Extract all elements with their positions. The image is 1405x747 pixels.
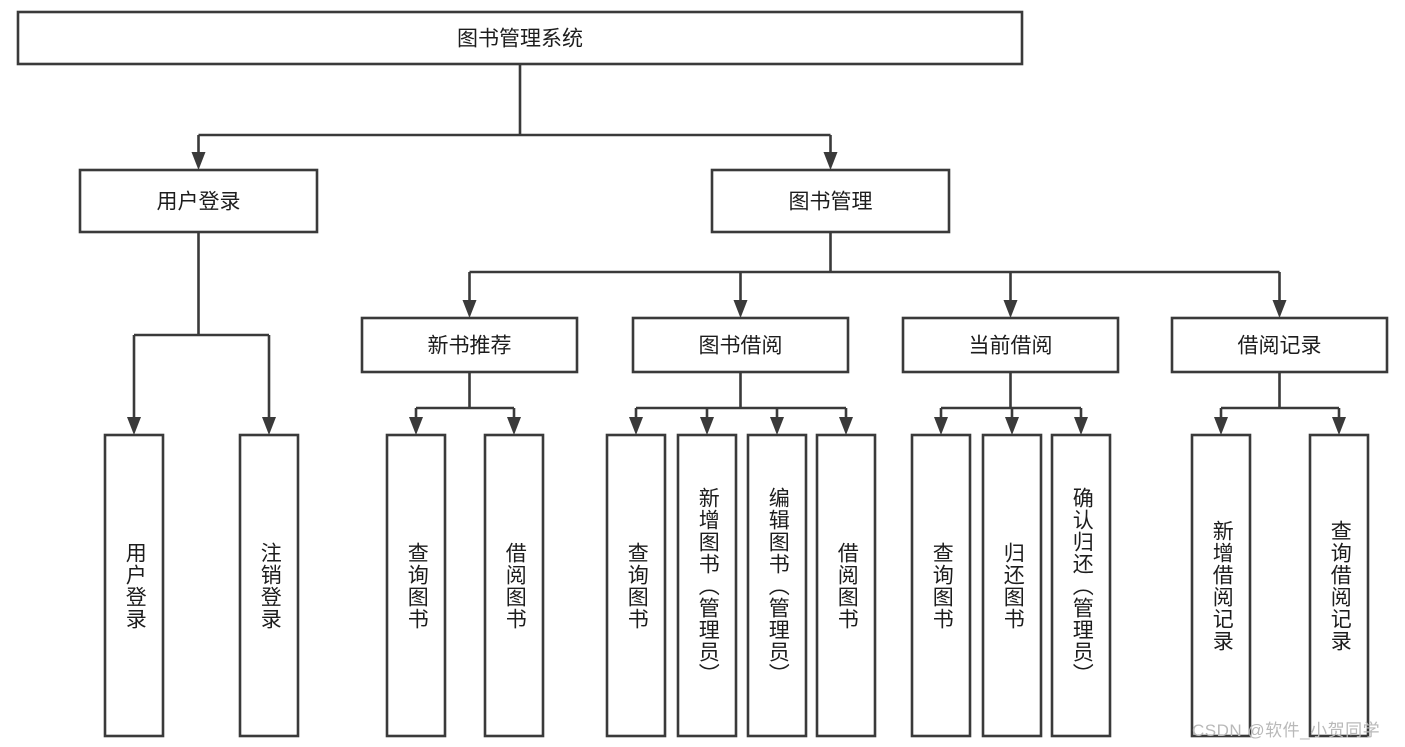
node-box-leaf-query-book-1[interactable] <box>385 433 447 738</box>
node-box-user-login[interactable] <box>78 168 319 234</box>
arrow-head-icon <box>1332 417 1346 435</box>
arrow-head-icon <box>262 417 276 435</box>
arrow-head-icon <box>191 152 206 170</box>
node-label-book-management: 图书管理 <box>789 191 873 214</box>
arrow-head-icon <box>127 417 141 435</box>
node-box-leaf-query-book-3[interactable] <box>910 433 972 738</box>
node-box-leaf-borrow-book-2[interactable] <box>815 433 877 738</box>
arrow-head-icon <box>823 152 838 170</box>
node-box-new-book-recommend[interactable] <box>360 316 579 374</box>
node-label-user-login: 用户登录 <box>157 191 241 214</box>
node-label-root: 图书管理系统 <box>457 28 583 51</box>
node-box-root[interactable] <box>16 10 1024 66</box>
node-box-current-borrow[interactable] <box>901 316 1120 374</box>
watermark-text: CSDN @软件_小贺同学 <box>1192 721 1381 740</box>
arrow-head-icon <box>1005 417 1019 435</box>
node-box-book-management[interactable] <box>710 168 951 234</box>
node-box-leaf-add-book[interactable] <box>676 433 738 738</box>
node-box-leaf-query-book-2[interactable] <box>605 433 667 738</box>
arrow-head-icon <box>839 417 853 435</box>
arrow-head-icon <box>1003 300 1018 318</box>
arrow-head-icon <box>934 417 948 435</box>
node-box-leaf-edit-book[interactable] <box>746 433 808 738</box>
arrow-head-icon <box>629 417 643 435</box>
node-box-book-borrow[interactable] <box>631 316 850 374</box>
node-label-book-borrow: 图书借阅 <box>699 335 783 358</box>
connector-layer <box>127 64 1346 435</box>
arrow-head-icon <box>733 300 748 318</box>
arrow-head-icon <box>700 417 714 435</box>
node-box-layer <box>16 10 1389 738</box>
node-box-leaf-borrow-book-1[interactable] <box>483 433 545 738</box>
arrow-head-icon <box>1272 300 1287 318</box>
node-label-borrow-record: 借阅记录 <box>1238 335 1322 358</box>
arrow-head-icon <box>1074 417 1088 435</box>
node-label-current-borrow: 当前借阅 <box>969 335 1053 358</box>
arrow-head-icon <box>507 417 521 435</box>
node-box-borrow-record[interactable] <box>1170 316 1389 374</box>
node-label-new-book-recommend: 新书推荐 <box>428 335 512 358</box>
node-box-leaf-user-logout[interactable] <box>238 433 300 738</box>
arrow-head-icon <box>770 417 784 435</box>
node-box-leaf-return-book[interactable] <box>981 433 1043 738</box>
node-box-leaf-query-borrow-record[interactable] <box>1308 433 1370 738</box>
arrow-head-icon <box>462 300 477 318</box>
node-box-leaf-add-borrow-record[interactable] <box>1190 433 1252 738</box>
arrow-head-icon <box>1214 417 1228 435</box>
node-box-leaf-user-login[interactable] <box>103 433 165 738</box>
node-box-leaf-confirm-return[interactable] <box>1050 433 1112 738</box>
arrow-head-icon <box>409 417 423 435</box>
